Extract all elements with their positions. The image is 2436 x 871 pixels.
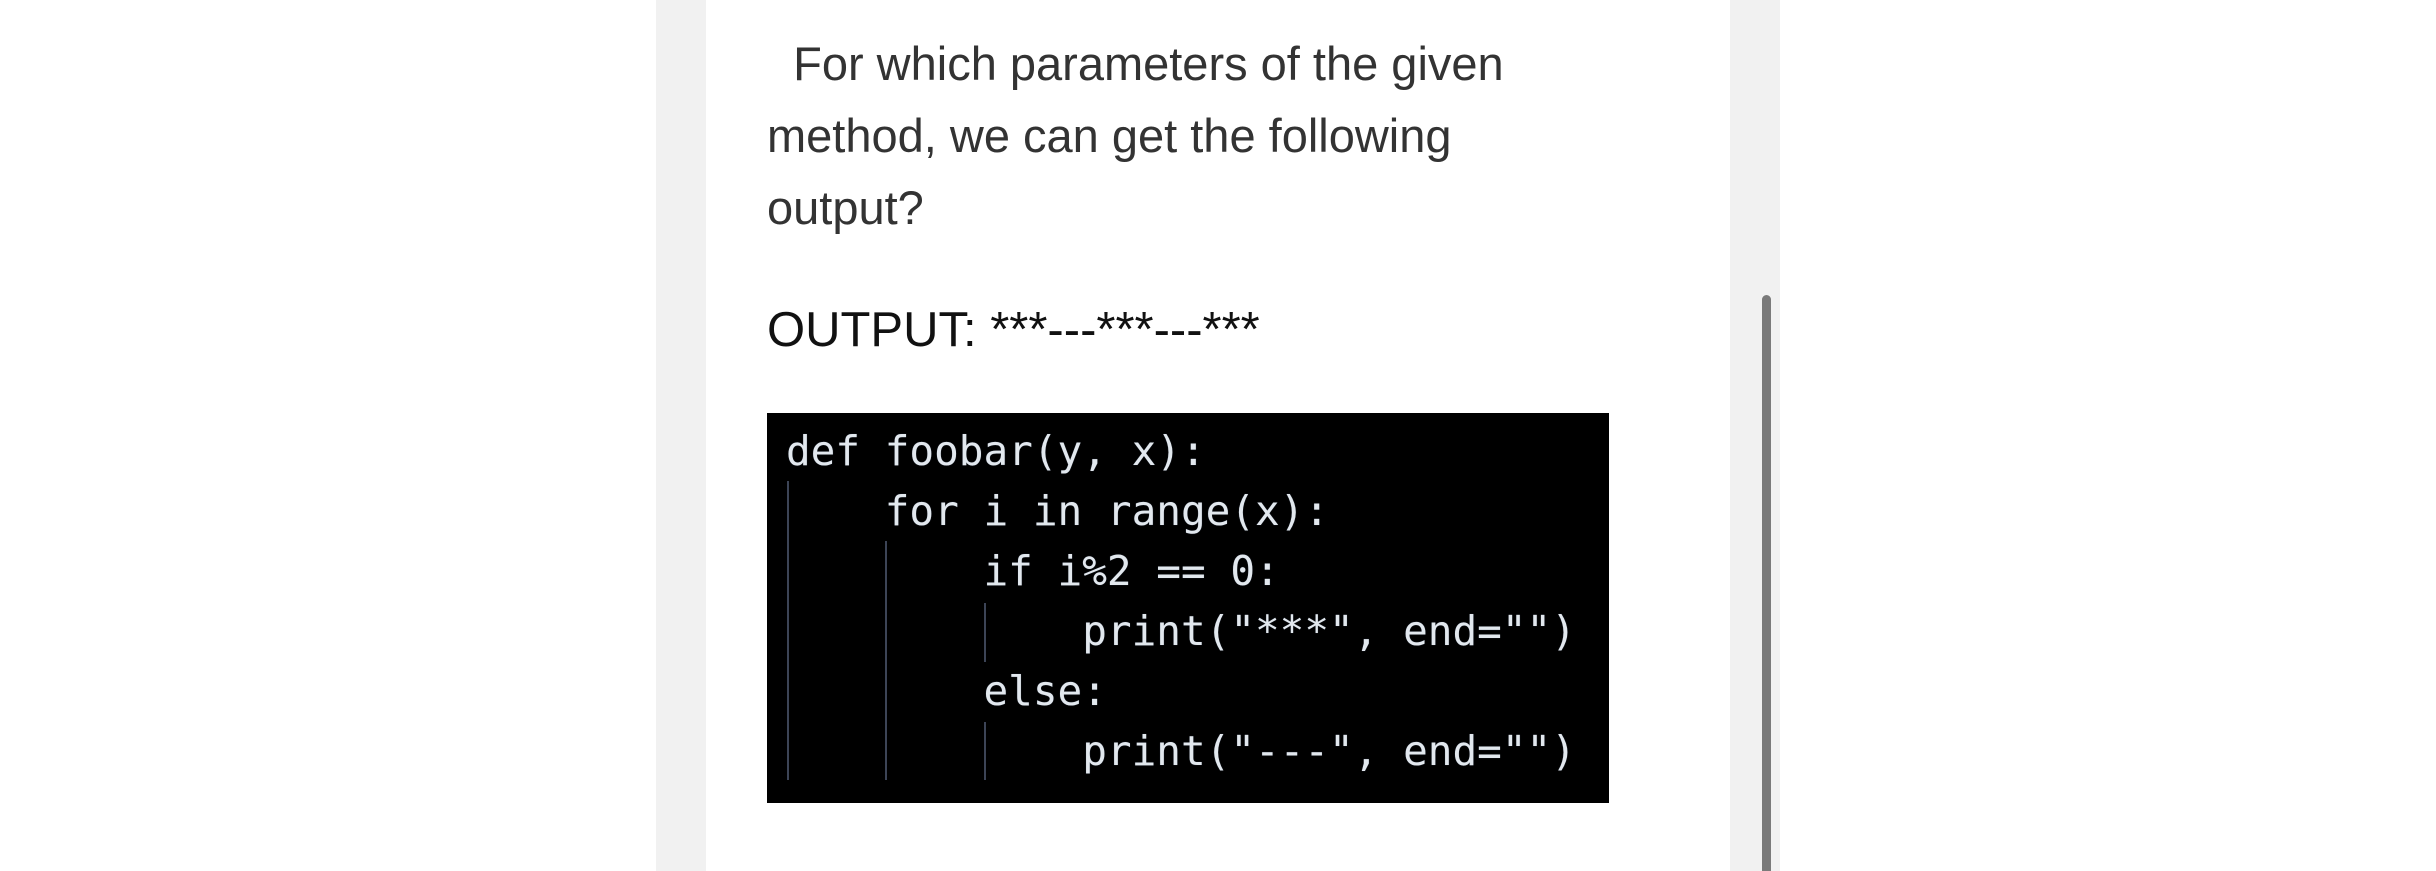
question-line-3: output? <box>767 181 924 234</box>
code-screenshot: def foobar(y, x): for i in range(x): if … <box>767 413 1609 803</box>
code-line-2: for i in range(x): <box>786 487 1330 535</box>
question-line-2: method, we can get the following <box>767 109 1452 162</box>
indent-guide-level-2 <box>885 541 887 780</box>
code-line-1: def foobar(y, x): <box>786 427 1206 475</box>
scrollbar-track[interactable] <box>1730 0 1780 871</box>
code-line-3: if i%2 == 0: <box>786 547 1280 595</box>
code-line-5: else: <box>786 667 1107 715</box>
code-line-4: print("***", end="") <box>786 607 1576 655</box>
code-line-6: print("---", end="") <box>786 727 1576 775</box>
scrollbar-thumb[interactable] <box>1762 295 1771 871</box>
question-text: For which parameters of the given method… <box>767 28 1627 244</box>
indent-guide-level-3b <box>984 722 986 780</box>
left-gutter <box>656 0 706 871</box>
indent-guide-level-1 <box>787 481 789 780</box>
indent-guide-level-3a <box>984 603 986 662</box>
question-line-1: For which parameters of the given <box>767 37 1504 90</box>
expected-output: OUTPUT: ***---***---*** <box>767 303 1260 357</box>
